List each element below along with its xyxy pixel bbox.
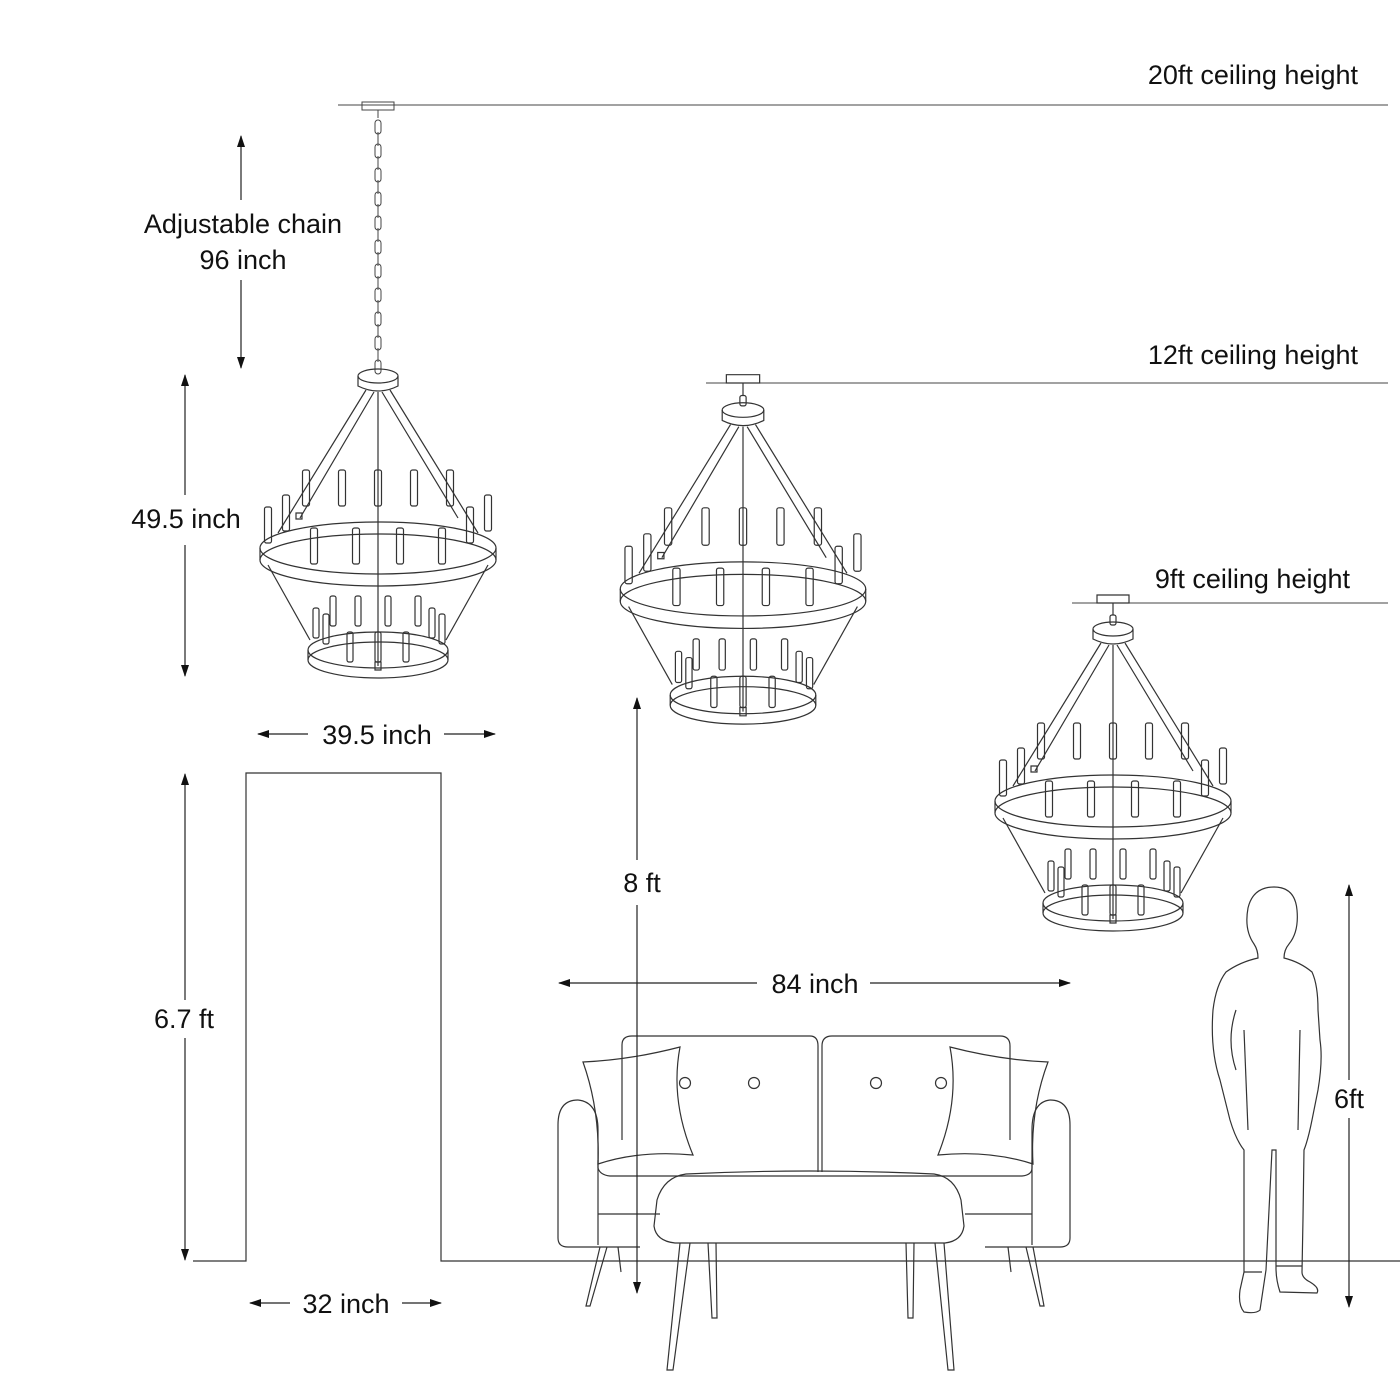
door-width-label: 32 inch <box>302 1289 389 1319</box>
fixture-width-label: 39.5 inch <box>322 720 432 750</box>
chain-label-line2: 96 inch <box>199 245 286 275</box>
fixture-height-label: 49.5 inch <box>131 504 241 534</box>
chain <box>361 101 395 375</box>
door-and-floor-outline <box>193 772 1400 1262</box>
door-height-label: 6.7 ft <box>154 1004 215 1034</box>
ceiling-label-9ft: 9ft ceiling height <box>1155 564 1351 594</box>
chandelier-20ft <box>260 369 496 678</box>
chain-label-line1: Adjustable chain <box>144 209 342 239</box>
person-silhouette <box>1211 886 1322 1314</box>
sofa-width-label: 84 inch <box>771 969 858 999</box>
chandelier-12ft <box>620 375 865 724</box>
coffee-table <box>653 1170 965 1371</box>
clearance-label: 8 ft <box>623 868 661 898</box>
sofa <box>557 1035 1071 1307</box>
chandelier-9ft <box>995 595 1231 931</box>
ceiling-label-12ft: 12ft ceiling height <box>1148 340 1359 370</box>
ceiling-label-20ft: 20ft ceiling height <box>1148 60 1359 90</box>
person-height-label: 6ft <box>1334 1084 1365 1114</box>
